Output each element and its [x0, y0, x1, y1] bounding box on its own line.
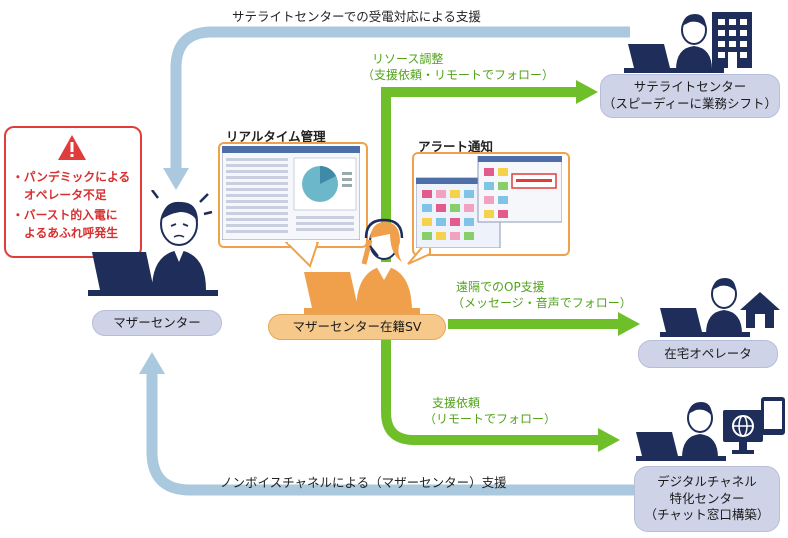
- support-request-label-2: （リモートでフォロー）: [424, 412, 557, 426]
- warning-icon: [58, 135, 86, 160]
- satellite-node-name: サテライトセンター: [633, 79, 747, 95]
- realtime-title: リアルタイム管理: [226, 129, 326, 144]
- remote-op-label-1: 遠隔でのOP支援: [456, 280, 545, 294]
- green-arrowhead-home: [618, 312, 640, 336]
- green-trunk: [381, 87, 578, 262]
- bottom-flow-label: ノンボイスチャネルによる（マザーセンター）支援: [220, 475, 507, 490]
- satellite-operator-icon: [624, 14, 724, 73]
- sv-node: マザーセンター在籍SV: [268, 314, 446, 340]
- satellite-node-desc: （スピーディーに業務シフト）: [602, 96, 778, 111]
- alert-box: ・パンデミックによる オペレータ不足 ・バースト的入電に よるあふれ呼発生: [4, 126, 142, 258]
- top-blue-arrow: [170, 26, 630, 170]
- resource-label-2: （支援依頼・リモートでフォロー）: [362, 68, 555, 82]
- alert-notice-title: アラート通知: [418, 139, 494, 154]
- house-icon: [740, 292, 780, 328]
- realtime-dashboard-thumbnail: [222, 146, 360, 240]
- worried-operator-icon: [88, 190, 218, 296]
- support-request-label-1: 支援依頼: [432, 396, 481, 410]
- top-blue-arrowhead: [163, 168, 189, 190]
- bottom-blue-arrowhead: [139, 352, 165, 374]
- callout-tail-realtime: [284, 242, 320, 268]
- bottom-blue-arrow: [146, 372, 636, 496]
- alert-dashboard-thumbnail: [416, 156, 562, 248]
- digital-node-desc: （チャット窓口構築）: [644, 507, 770, 523]
- home-operator-node: 在宅オペレータ: [638, 340, 778, 368]
- mother-center-node: マザーセンター: [92, 310, 222, 336]
- remote-op-label-2: （メッセージ・音声でフォロー）: [452, 296, 632, 310]
- supervisor-icon: [304, 218, 420, 314]
- digital-channel-node: デジタルチャネル 特化センター （チャット窓口構築）: [634, 466, 780, 532]
- digital-node-name-1: デジタルチャネル: [657, 473, 757, 489]
- digital-node-name-2: 特化センター: [669, 490, 745, 506]
- satellite-node: サテライトセンター （スピーディーに業務シフト）: [600, 74, 780, 118]
- home-operator-icon: [660, 278, 750, 337]
- alert-line-4: よるあふれ呼発生: [24, 226, 119, 240]
- monitor-globe-icon: [723, 410, 763, 454]
- resource-label-1: リソース調整: [372, 52, 444, 66]
- alert-line-3: ・バースト的入電に: [12, 208, 118, 222]
- tablet-icon: [761, 397, 785, 435]
- alert-line-1: ・パンデミックによる: [12, 170, 131, 184]
- office-building-icon: [712, 12, 752, 68]
- green-arrowhead-satellite: [576, 80, 598, 104]
- digital-operator-icon: [636, 402, 726, 461]
- top-flow-label: サテライトセンターでの受電対応による支援: [232, 9, 481, 24]
- green-arrowhead-digital: [598, 428, 620, 452]
- green-lower: [381, 340, 600, 445]
- alert-line-2: オペレータ不足: [24, 188, 107, 202]
